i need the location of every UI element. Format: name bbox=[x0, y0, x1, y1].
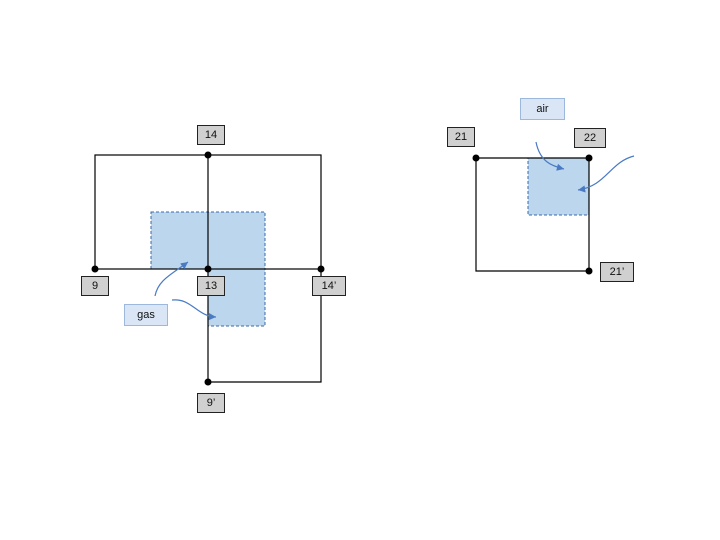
node-dot-21 bbox=[472, 154, 480, 162]
node-label-9: 9 bbox=[81, 276, 109, 296]
gas-arrow-up bbox=[154, 261, 189, 297]
left-lower-box bbox=[208, 269, 322, 383]
node-dot-9p bbox=[204, 378, 212, 386]
node-label-14: 14 bbox=[197, 125, 225, 145]
air-callout: air bbox=[520, 98, 565, 120]
node-label-14-prime: 14’ bbox=[312, 276, 346, 296]
node-dot-21p bbox=[585, 267, 593, 275]
node-label-22: 22 bbox=[574, 128, 606, 148]
right-box bbox=[475, 157, 590, 272]
node-label-9-prime: 9’ bbox=[197, 393, 225, 413]
node-label-13: 13 bbox=[197, 276, 225, 296]
gas-callout: gas bbox=[124, 304, 168, 326]
node-dot-14p bbox=[317, 265, 325, 273]
air-region bbox=[527, 157, 590, 216]
node-dot-22 bbox=[585, 154, 593, 162]
left-nodes bbox=[91, 151, 325, 386]
node-label-21-prime: 21’ bbox=[600, 262, 634, 282]
right-nodes bbox=[472, 154, 593, 275]
node-label-21: 21 bbox=[447, 127, 475, 147]
gas-arrow-right bbox=[171, 299, 217, 321]
air-arrow-down bbox=[535, 141, 565, 171]
node-dot-14 bbox=[204, 151, 212, 159]
air-arrow-left bbox=[577, 155, 635, 193]
node-dot-9 bbox=[91, 265, 99, 273]
node-dot-13 bbox=[204, 265, 212, 273]
